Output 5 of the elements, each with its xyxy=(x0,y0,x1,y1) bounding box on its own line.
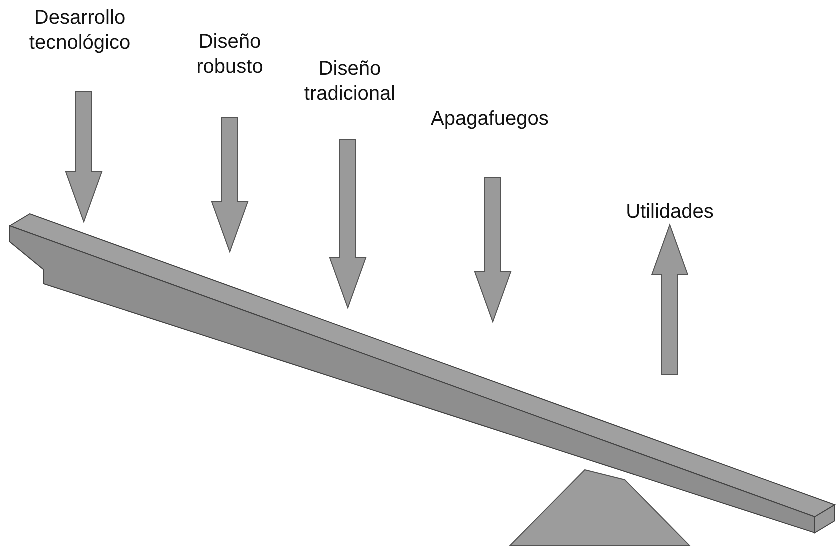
force-label: Desarrollo tecnológico xyxy=(28,6,132,56)
force-label: Diseño robusto xyxy=(196,30,264,80)
force-label: Diseño tradicional xyxy=(303,57,397,107)
force-label: Utilidades xyxy=(625,200,715,225)
force-label: Apagafuegos xyxy=(430,107,550,132)
